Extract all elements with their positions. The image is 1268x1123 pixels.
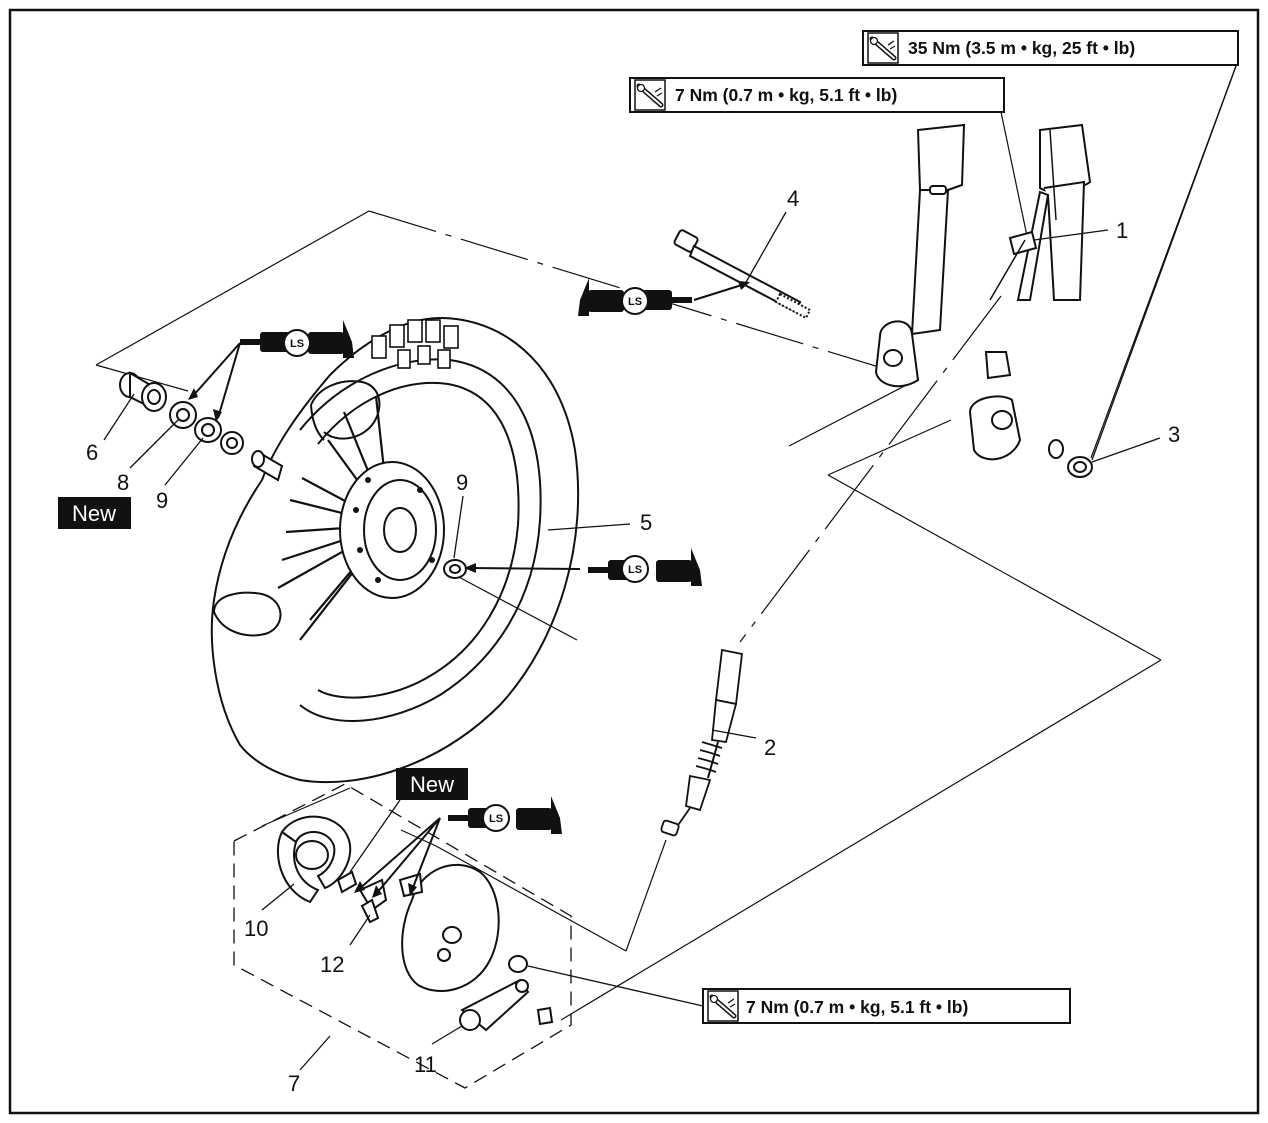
torque-spec-upper-text: 7 Nm (0.7 m • kg, 5.1 ft • lb) (675, 85, 897, 105)
svg-text:New: New (410, 772, 454, 797)
new-badge-brake: New (396, 768, 468, 800)
callout-12: 12 (320, 952, 344, 977)
grease-gun-icon (621, 555, 649, 583)
diagram-frame (8, 8, 1260, 1115)
ls-label: LS (628, 296, 642, 308)
torque-spec-lower-text: 7 Nm (0.7 m • kg, 5.1 ft • lb) (746, 997, 968, 1017)
front-forks (874, 123, 1093, 478)
callout-1: 1 (1116, 218, 1128, 243)
ls-label: LS (489, 813, 503, 825)
callout-11: 11 (414, 1052, 437, 1077)
callout-5: 5 (640, 510, 652, 535)
leader-torque-lower (527, 965, 704, 1007)
torque-spec-top-text: 35 Nm (3.5 m • kg, 25 ft • lb) (908, 38, 1135, 58)
torque-wrench-icon (868, 33, 898, 63)
callout-9-right: 9 (456, 470, 468, 495)
torque-spec-top: 35 Nm (3.5 m • kg, 25 ft • lb) (862, 30, 1239, 66)
torque-spec-lower: 7 Nm (0.7 m • kg, 5.1 ft • lb) (702, 988, 1071, 1024)
new-badge-left: New (58, 497, 131, 529)
callout-10: 10 (244, 916, 268, 941)
left-hub-parts (119, 371, 284, 482)
front-wheel (210, 316, 580, 784)
front-axle (673, 229, 812, 320)
torque-spec-upper: 7 Nm (0.7 m • kg, 5.1 ft • lb) (629, 77, 1005, 113)
callout-7: 7 (288, 1071, 300, 1096)
brake-assembly-outline (233, 783, 572, 1089)
torque-wrench-icon (708, 991, 738, 1021)
callout-4: 4 (787, 186, 799, 211)
svg-text:New: New (72, 501, 116, 526)
grease-gun-axle: LS (578, 278, 750, 316)
callout-3: 3 (1168, 422, 1180, 447)
leader-torque-top (1091, 65, 1237, 461)
grease-gun-icon (621, 287, 649, 315)
callout-6: 6 (86, 440, 98, 465)
ls-label: LS (628, 564, 642, 576)
callout-leaders (103, 211, 1161, 1071)
torque-wrench-icon (635, 80, 665, 110)
callout-9-left: 9 (156, 488, 168, 513)
brake-cable (660, 648, 743, 837)
grease-gun-brake: LS (354, 796, 562, 898)
ls-label: LS (290, 338, 304, 350)
grease-gun-top-left: LS (188, 320, 354, 422)
callout-8: 8 (117, 470, 129, 495)
grease-gun-icon (482, 804, 510, 832)
grease-gun-icon (283, 329, 311, 357)
callout-2: 2 (764, 735, 776, 760)
grease-gun-right-bearing: LS (464, 548, 702, 586)
leader-new-brake (349, 799, 401, 873)
